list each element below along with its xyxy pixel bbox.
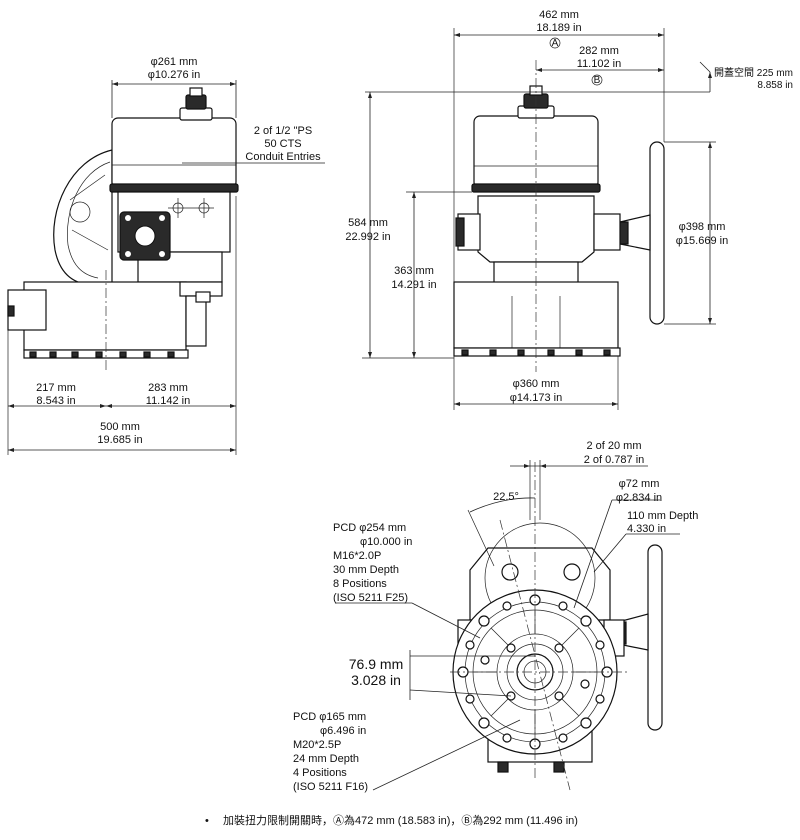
pcd1-line1: PCD φ254 mm xyxy=(333,522,406,534)
side-base-bolts xyxy=(29,351,175,358)
pcd1-line2: φ10.000 in xyxy=(360,536,412,548)
side-total-mm: 500 mm xyxy=(100,421,140,433)
pcd1-line6: (ISO 5211 F25) xyxy=(333,592,408,604)
side-handwheel xyxy=(53,149,113,286)
front-height-mm: 584 mm xyxy=(348,217,388,229)
offset-mm: 76.9 mm xyxy=(349,656,403,672)
conduit-label-1: 2 of 1/2 "PS xyxy=(254,125,312,137)
side-right-mm: 283 mm xyxy=(148,382,188,394)
footnote-text: 加裝扭力限制開關時，Ⓐ為472 mm (18.583 in)，Ⓑ為292 mm … xyxy=(223,815,578,827)
conduit-label-3: Conduit Entries xyxy=(245,151,321,163)
depth-in: 4.330 in xyxy=(627,523,666,535)
angle-label: 22.5° xyxy=(493,491,519,503)
front-view: 462 mm 18.189 in A 282 mm 11.102 in B 開蓋… xyxy=(345,9,793,410)
side-right-in: 11.142 in xyxy=(146,395,190,407)
pcd1-line4: 30 mm Depth xyxy=(333,564,399,576)
front-width-mm: 462 mm xyxy=(539,9,579,21)
pcd1-line5: 8 Positions xyxy=(333,578,387,590)
side-total-in: 19.685 in xyxy=(97,434,142,446)
marker-a: A xyxy=(552,38,559,49)
bottom-handwheel xyxy=(647,544,663,731)
bottom-view: 2 of 20 mm 2 of 0.787 in 22.5° φ72 mm φ2… xyxy=(293,440,698,793)
pcd1-line3: M16*2.0P xyxy=(333,550,381,562)
handwheel-mm: φ398 mm xyxy=(679,221,726,233)
footnote: • 加裝扭力限制開關時，Ⓐ為472 mm (18.583 in)，Ⓑ為292 mm… xyxy=(205,812,578,828)
bore-mm: φ72 mm xyxy=(619,478,660,490)
base-diameter-in: φ14.173 in xyxy=(510,392,562,404)
front-offset-in: 11.102 in xyxy=(577,58,621,70)
footnote-bullet: • xyxy=(205,815,209,827)
pcd2-line2: φ6.496 in xyxy=(320,725,366,737)
side-top-cover xyxy=(111,117,237,189)
pcd2-line1: PCD φ165 mm xyxy=(293,711,366,723)
side-view: φ261 mm φ10.276 in 2 of 1/2 "PS 50 CTS C… xyxy=(7,56,325,455)
clearance-label: 開蓋空間 225 mm xyxy=(714,66,793,79)
clearance-in: 8.858 in xyxy=(757,80,793,91)
front-height-in: 22.992 in xyxy=(345,231,390,243)
front-handwheel xyxy=(649,141,665,325)
base-diameter-mm: φ360 mm xyxy=(513,378,560,390)
front-base-bolts xyxy=(461,349,611,356)
front-mid-height-in: 14.291 in xyxy=(391,279,436,291)
pcd2-line4: 24 mm Depth xyxy=(293,753,359,765)
front-mid-height-mm: 363 mm xyxy=(394,265,434,277)
front-offset-mm: 282 mm xyxy=(579,45,619,57)
depth-mm: 110 mm Depth xyxy=(627,510,698,522)
f25-bolt-holes xyxy=(457,594,613,750)
pcd2-line5: 4 Positions xyxy=(293,767,347,779)
marker-b: B xyxy=(594,75,601,86)
handwheel-in: φ15.669 in xyxy=(676,235,728,247)
side-diameter-in: φ10.276 in xyxy=(148,69,200,81)
key-mm: 2 of 20 mm xyxy=(586,440,641,452)
bore-in: φ2.834 in xyxy=(616,492,662,504)
offset-in: 3.028 in xyxy=(351,672,401,688)
side-left-mm: 217 mm xyxy=(36,382,76,394)
side-base xyxy=(23,281,187,351)
pcd2-line6: (ISO 5211 F16) xyxy=(293,781,368,793)
side-diameter-mm: φ261 mm xyxy=(151,56,198,68)
side-left-in: 8.543 in xyxy=(36,395,75,407)
front-width-in: 18.189 in xyxy=(536,22,581,34)
key-in: 2 of 0.787 in xyxy=(584,454,645,466)
pcd2-line3: M20*2.5P xyxy=(293,739,341,751)
conduit-label-2: 50 CTS xyxy=(264,138,301,150)
